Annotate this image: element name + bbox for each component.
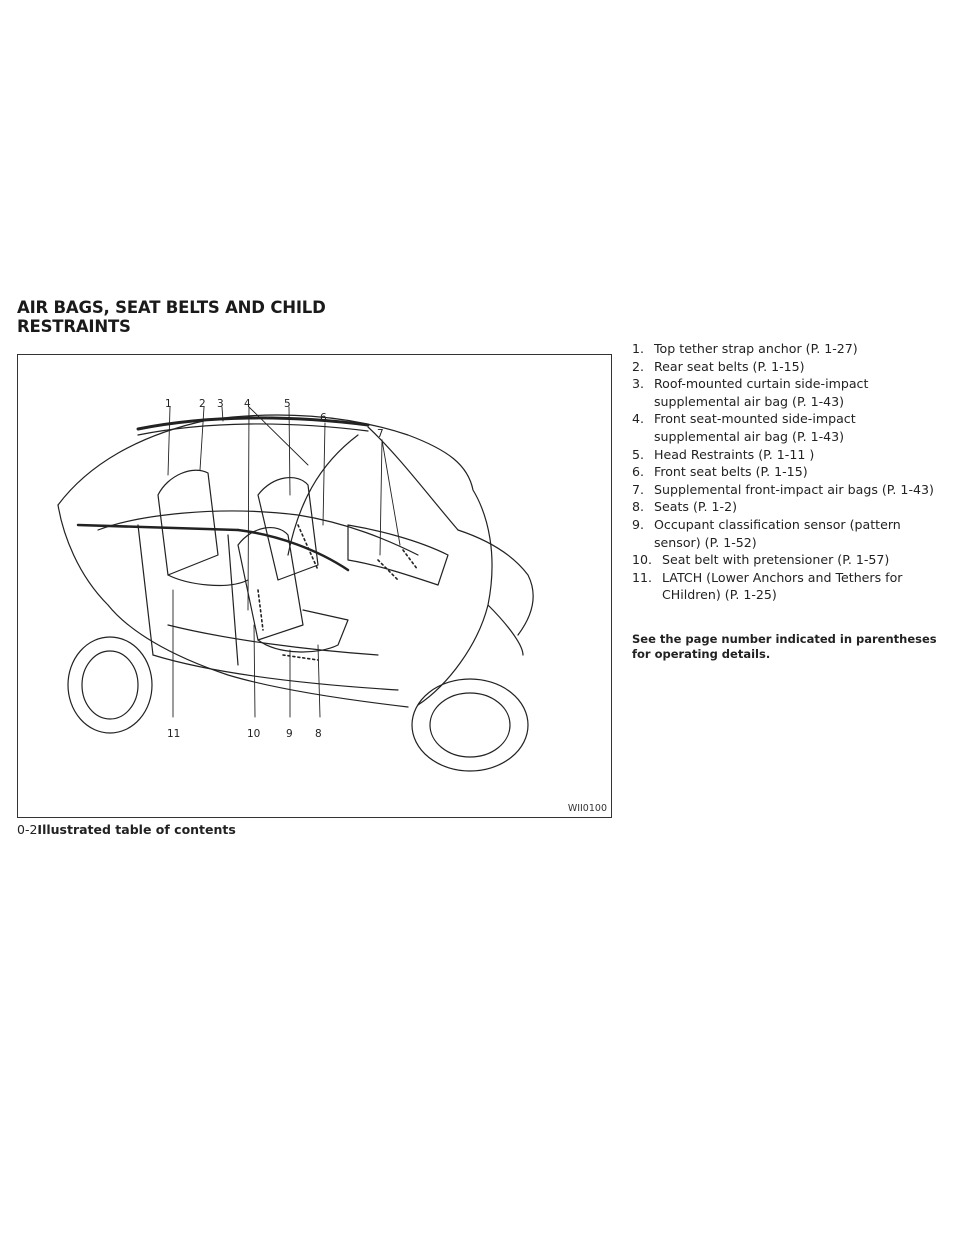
section-title-line-1: AIR BAGS, SEAT BELTS AND CHILD [17, 298, 326, 317]
list-item: 5.Head Restraints (P. 1-11 ) [632, 446, 815, 462]
callout-6: 6 [320, 412, 327, 424]
page-footer: 0-2Illustrated table of contents [17, 822, 236, 837]
figure-code: WII0100 [567, 803, 607, 814]
section-title: AIR BAGS, SEAT BELTS AND CHILD RESTRAINT… [17, 298, 537, 336]
callout-11: 11 [167, 728, 181, 740]
callout-4: 4 [244, 398, 251, 410]
callout-7: 7 [377, 428, 384, 440]
page-label: Illustrated table of contents [37, 822, 236, 837]
component-list: 1.Top tether strap anchor (P. 1-27) 2.Re… [632, 340, 942, 604]
list-item: 6.Front seat belts (P. 1-15) [632, 464, 808, 480]
list-item: 1.Top tether strap anchor (P. 1-27) [632, 341, 858, 356]
callout-9: 9 [286, 728, 293, 740]
list-item: 9.Occupant classification sensor (patter… [632, 516, 901, 550]
page-number: 0-2 [17, 822, 38, 837]
callout-10: 10 [247, 728, 261, 740]
operating-details-note: See the page number indicated in parenth… [632, 632, 937, 661]
list-item: 2.Rear seat belts (P. 1-15) [632, 358, 805, 374]
car-cutaway-drawing [57, 406, 534, 772]
list-item: 10.Seat belt with pretensioner (P. 1-57) [632, 552, 890, 568]
list-item: 11.LATCH (Lower Anchors and Tethers for … [632, 569, 903, 603]
vehicle-illustration: 1 2 3 4 5 6 7 8 9 10 11 WII0100 [17, 354, 612, 818]
callout-2: 2 [199, 398, 206, 410]
list-item: 7.Supplemental front-impact air bags (P.… [632, 481, 934, 497]
callout-8: 8 [315, 728, 322, 740]
list-item: 8.Seats (P. 1-2) [632, 499, 737, 515]
section-title-line-2: RESTRAINTS [17, 317, 131, 336]
callout-3: 3 [217, 398, 224, 410]
callout-1: 1 [165, 398, 172, 410]
list-item: 4.Front seat-mounted side-impact supplem… [632, 411, 856, 444]
list-item: 3.Roof-mounted curtain side-impact suppl… [632, 376, 869, 409]
callout-5: 5 [284, 398, 291, 410]
